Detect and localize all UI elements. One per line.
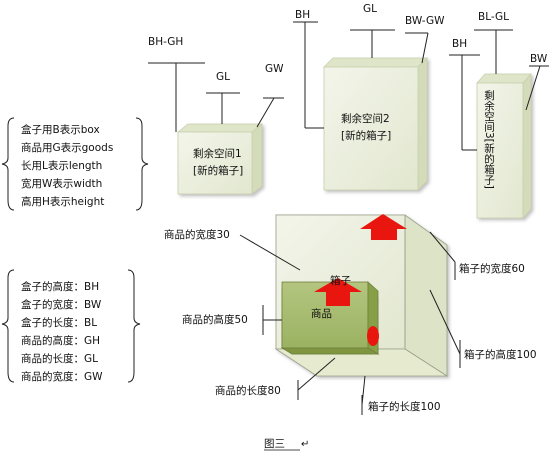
space2-subtitle: [新的箱子] [341, 129, 391, 142]
legend-bottom-brace-right [127, 269, 141, 383]
remaining-space-2 [323, 57, 428, 191]
legend-bottom-item: 盒子的宽度：BW [21, 298, 102, 311]
label-bl-gl: BL-GL [478, 11, 509, 23]
label-bh-gh: BH-GH [148, 36, 183, 48]
space3-text: 剩余空间3[新的箱子] [483, 89, 495, 189]
red-marker [367, 326, 379, 346]
label-bw-gw: BW-GW [405, 15, 445, 27]
goods-front [281, 281, 369, 349]
legend-top-item: 高用H表示height [21, 195, 104, 208]
bw-leader [525, 65, 541, 111]
label-box-width: 箱子的宽度60 [459, 262, 525, 275]
legend-bottom-item: 盒子的长度：BL [21, 316, 97, 329]
legend-top-item: 长用L表示length [21, 159, 102, 172]
legend-top-item: 商品用G表示goods [21, 141, 113, 154]
bw-gw-leader [421, 32, 429, 64]
label-box-height: 箱子的高度100 [464, 348, 537, 361]
box-width-leader [429, 231, 456, 263]
legend-bottom-item: 商品的高度：GH [21, 334, 100, 347]
red-arrow-up-large [360, 214, 407, 240]
legend-top-item: 宽用W表示width [21, 177, 102, 190]
label-gl-1: GL [216, 71, 230, 83]
box-word: 箱子 [330, 274, 351, 287]
legend-bottom-item: 盒子的高度：BH [21, 280, 99, 293]
goods-length-leader [297, 357, 336, 391]
label-goods-height: 商品的高度50 [182, 313, 248, 326]
space2-title: 剩余空间2 [341, 112, 390, 125]
legend-bottom: 盒子的高度：BH 盒子的宽度：BW 盒子的长度：BL 商品的高度：GH 商品的长… [21, 280, 103, 383]
space1-subtitle: [新的箱子] [193, 164, 243, 177]
figure-caption: 图三 [264, 438, 285, 450]
box-height-leader [429, 289, 461, 355]
box-length-leader [361, 375, 366, 406]
space1-title: 剩余空间1 [193, 147, 242, 160]
goods-word: 商品 [311, 307, 332, 320]
label-box-length: 箱子的长度100 [368, 400, 441, 413]
legend-bottom-item: 商品的宽度：GW [21, 370, 103, 383]
goods-bottom [280, 347, 380, 355]
remaining-space-3 [476, 72, 532, 220]
legend-top-brace-right [135, 117, 149, 211]
label-bh: BH [295, 9, 310, 21]
legend-bottom-item: 商品的长度：GL [21, 352, 98, 365]
label-gl-2: GL [363, 3, 377, 15]
gw-leader [256, 97, 275, 128]
label-gw: GW [265, 63, 284, 75]
legend-top-item: 盒子用B表示box [21, 123, 100, 136]
return-mark-icon: ↵ [301, 439, 309, 450]
label-bh-2: BH [452, 38, 467, 50]
legend-top-brace-left [1, 117, 15, 211]
goods-block [280, 281, 380, 355]
label-goods-width: 商品的宽度30 [164, 228, 230, 241]
red-arrow-up-goods [314, 278, 362, 306]
label-bw: BW [530, 53, 548, 65]
remaining-space-1 [176, 123, 264, 195]
legend-bottom-brace-left [1, 269, 15, 383]
goods-width-leader [239, 234, 301, 271]
label-goods-length: 商品的长度80 [215, 384, 281, 397]
legend-top: 盒子用B表示box 商品用G表示goods 长用L表示length 宽用W表示w… [21, 123, 113, 208]
